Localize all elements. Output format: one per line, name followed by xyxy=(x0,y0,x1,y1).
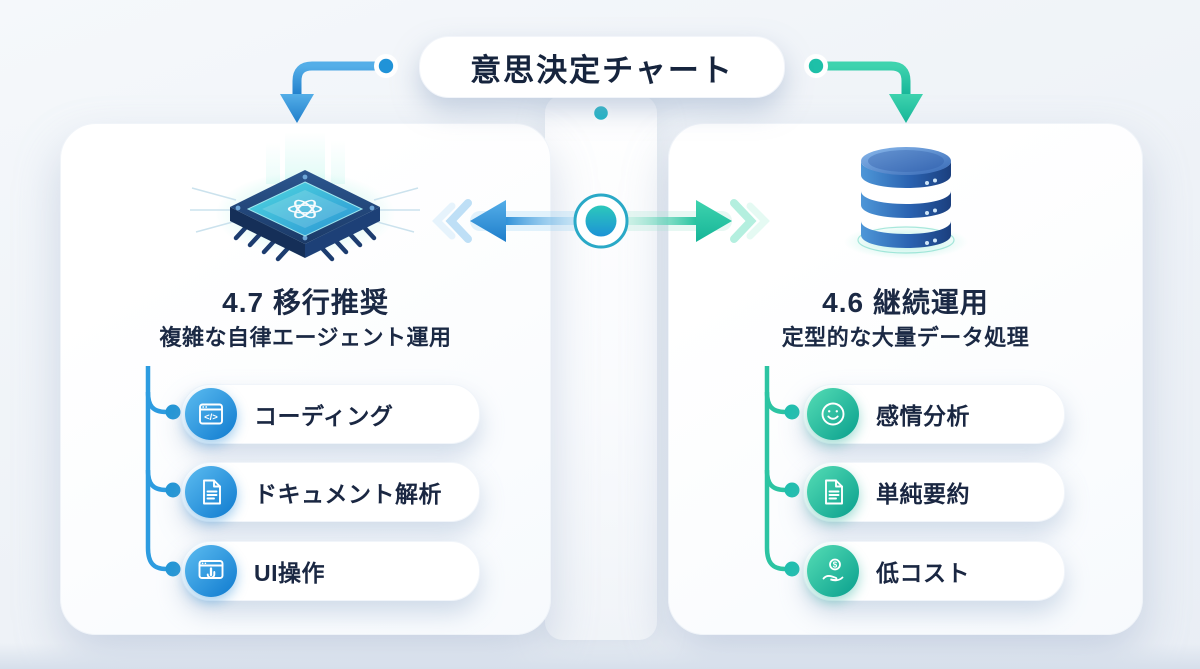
svg-text:</>: </> xyxy=(204,412,218,423)
list-item-label: コーディング xyxy=(254,403,394,429)
list-item-label: UI操作 xyxy=(254,560,325,586)
page-title: 意思決定チャート xyxy=(470,52,734,88)
document-icon xyxy=(807,466,859,518)
code-window-icon: </> xyxy=(185,388,237,440)
list-item-label: 感情分析 xyxy=(876,403,970,429)
panel-continue: 4.6 継続運用 定型的な大量データ処理 感情分析 xyxy=(668,123,1143,635)
center-light-column xyxy=(545,95,657,640)
list-item-label: 低コスト xyxy=(876,560,970,586)
list-item-ui-operation: UI操作 xyxy=(181,541,480,601)
list-item-summary: 単純要約 xyxy=(803,462,1065,522)
ui-tap-icon xyxy=(185,545,237,597)
panel-migrate: 4.7 移行推奨 複雑な自律エージェント運用 </> コーディング xyxy=(60,123,551,635)
arrow-title-to-left-panel xyxy=(280,61,392,123)
database-icon xyxy=(844,147,968,259)
smiley-icon xyxy=(807,388,859,440)
cost-hand-icon: $ xyxy=(807,545,859,597)
list-item-coding: </> コーディング xyxy=(181,384,480,444)
list-item-low-cost: $ 低コスト xyxy=(803,541,1065,601)
list-item-label: 単純要約 xyxy=(876,481,970,507)
list-item-label: ドキュメント解析 xyxy=(254,481,442,507)
right-heading: 4.6 継続運用 xyxy=(822,287,989,318)
list-item-sentiment: 感情分析 xyxy=(803,384,1065,444)
right-subheading: 定型的な大量データ処理 xyxy=(781,325,1030,350)
bottom-edge-strip xyxy=(0,643,1200,669)
left-subheading: 複雑な自律エージェント運用 xyxy=(159,325,452,350)
title-right-node-dot xyxy=(804,54,828,78)
list-item-document-analysis: ドキュメント解析 xyxy=(181,462,480,522)
title-left-node-dot xyxy=(374,54,398,78)
document-icon xyxy=(185,466,237,518)
ai-cpu-chip-icon xyxy=(190,132,420,262)
title-pill: 意思決定チャート xyxy=(419,36,785,98)
left-heading: 4.7 移行推奨 xyxy=(222,287,389,318)
svg-text:$: $ xyxy=(833,561,838,570)
arrow-title-to-right-panel xyxy=(810,61,923,123)
